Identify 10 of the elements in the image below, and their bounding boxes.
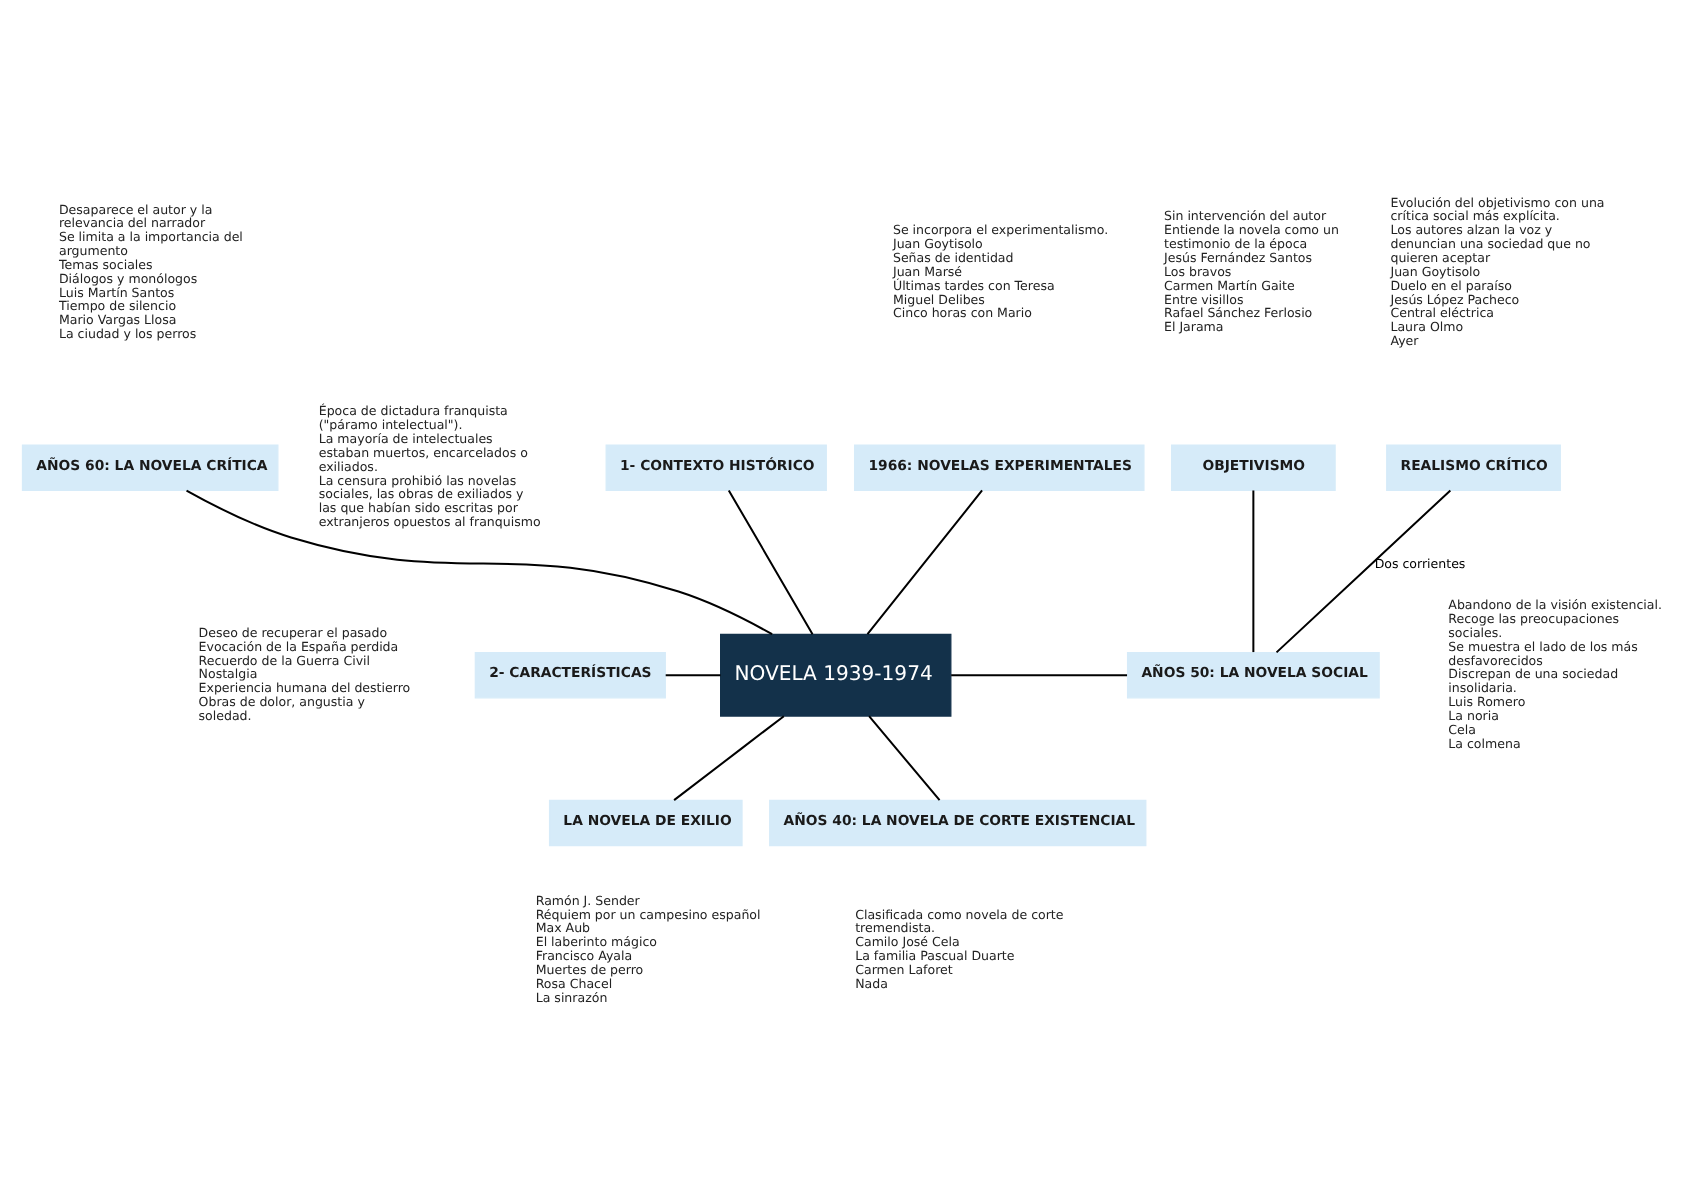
connector (665, 673, 721, 676)
connector (951, 673, 1128, 676)
connector (1275, 488, 1452, 653)
connector (866, 488, 983, 634)
connector (868, 714, 941, 800)
connector (727, 488, 814, 634)
connector (186, 488, 773, 635)
connector (673, 714, 785, 800)
connector (1252, 489, 1255, 652)
node-box: NOVELA 1939-1974 (720, 632, 952, 716)
